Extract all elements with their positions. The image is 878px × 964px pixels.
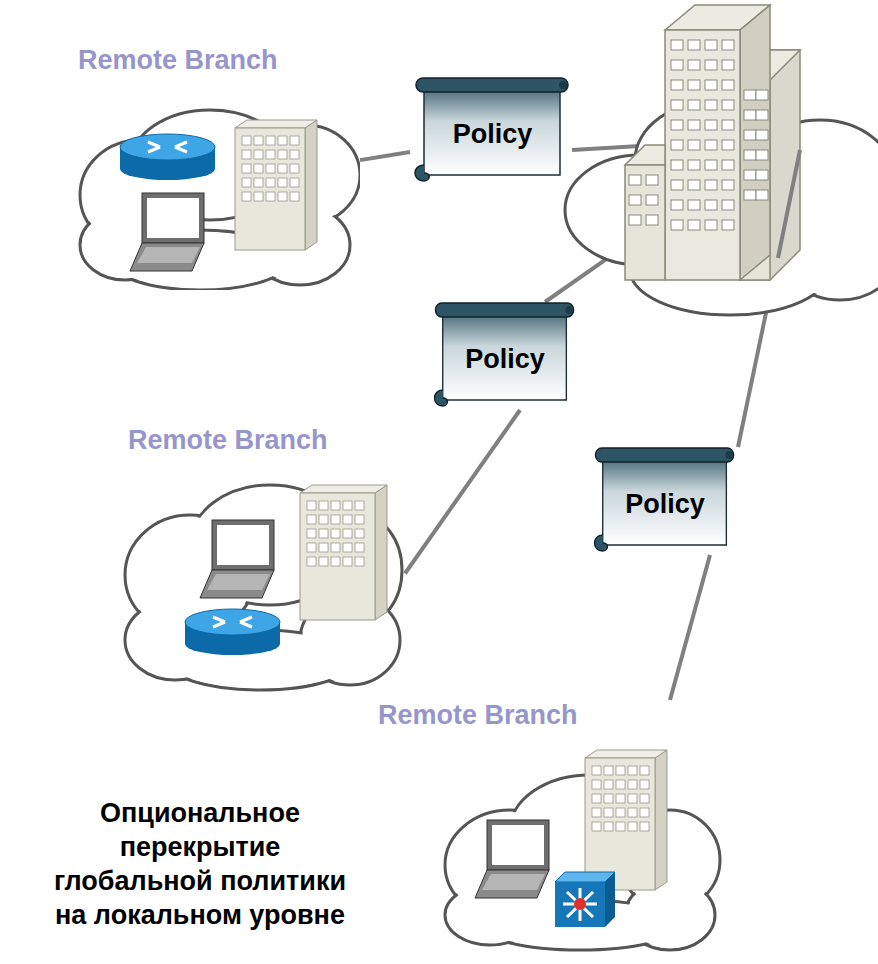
branch-illustration	[370, 700, 725, 955]
policy-label: Policy	[453, 111, 533, 150]
branch-name: Remote Branch	[370, 700, 578, 731]
branch-cloud: Remote Branch	[70, 45, 360, 290]
branch-name: Remote Branch	[120, 425, 328, 456]
note-text: Опциональное перекрытие глобальной полит…	[45, 796, 355, 932]
branch-cloud: Remote Branch	[370, 700, 725, 955]
policy-label: Policy	[625, 481, 705, 520]
link-line	[360, 152, 410, 160]
link-line	[405, 410, 520, 574]
link-line	[670, 555, 710, 700]
policy-scroll: Policy	[590, 445, 740, 555]
policy-scroll: Policy	[410, 75, 575, 185]
policy-label: Policy	[465, 336, 545, 375]
branch-illustration	[70, 45, 360, 290]
policy-scroll: Policy	[430, 300, 580, 410]
branch-name: Remote Branch	[70, 45, 278, 76]
branch-cloud: Remote Branch	[120, 425, 405, 695]
branch-illustration	[120, 425, 405, 695]
